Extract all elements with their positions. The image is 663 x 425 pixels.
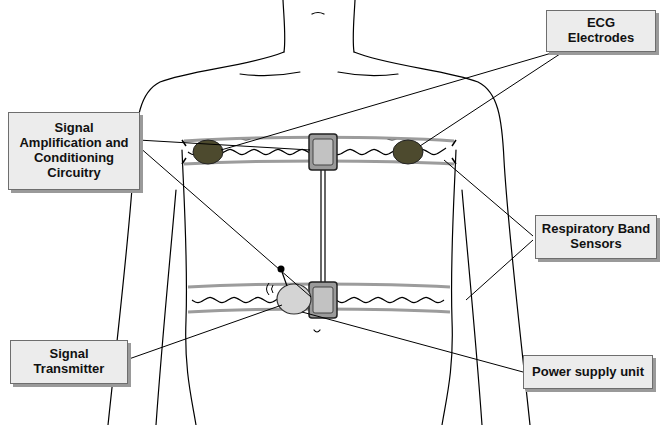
- leader-lines: [126, 50, 566, 372]
- abdominal-band: [188, 284, 450, 312]
- callout-text-group: Respiratory Band Sensors: [541, 222, 651, 252]
- signal-transmitter: [277, 284, 311, 314]
- radio-waves: [267, 283, 274, 295]
- callout-text: Power supply unit: [532, 365, 644, 380]
- leader-line: [138, 140, 310, 150]
- left-arm-inner: [156, 190, 176, 425]
- callout-text-group: Signal Amplification and Conditioning Ci…: [14, 121, 134, 181]
- callout-box: Respiratory Band Sensors: [535, 215, 657, 259]
- callout-text-group: Signal Transmitter: [16, 347, 122, 377]
- callout-text: Signal Amplification and Conditioning Ci…: [14, 121, 134, 181]
- callout-text-group: ECG Electrodes: [552, 16, 650, 46]
- neck-line: [353, 0, 355, 52]
- module-face: [313, 139, 333, 165]
- leader-line: [138, 146, 311, 297]
- callout-text: ECG Electrodes: [552, 16, 650, 46]
- module-face: [313, 287, 333, 313]
- leader-line: [444, 160, 533, 236]
- callout-box: Signal Transmitter: [10, 340, 128, 384]
- callout-box: ECG Electrodes: [546, 10, 656, 52]
- callout-text: Signal Transmitter: [16, 347, 122, 377]
- collarbone: [338, 72, 398, 76]
- neck-line: [283, 0, 285, 52]
- right-arm-outer: [354, 52, 530, 425]
- chin-mark: [312, 13, 324, 15]
- connecting-wire: [321, 170, 325, 284]
- leader-line: [302, 312, 523, 372]
- navel-mark: [314, 330, 320, 332]
- conditioning-module: [309, 282, 337, 318]
- electrode-lead: [452, 140, 456, 164]
- leader-line: [126, 305, 282, 360]
- leader-line: [466, 240, 533, 300]
- leader-line: [420, 50, 566, 146]
- right-arm-inner: [462, 190, 482, 425]
- callout-text-group: Power supply unit: [532, 365, 644, 380]
- callout-text: Respiratory Band Sensors: [541, 222, 651, 252]
- left-arm-outer: [108, 52, 284, 425]
- ecg-electrode: [393, 140, 423, 164]
- body-outline: [108, 0, 530, 425]
- callout-box: Power supply unit: [523, 355, 653, 389]
- callout-box: Signal Amplification and Conditioning Ci…: [8, 112, 140, 190]
- electrode-lead: [182, 140, 186, 164]
- conditioning-module: [309, 134, 337, 170]
- collarbone: [240, 72, 300, 76]
- leader-line: [221, 50, 562, 150]
- chest-band: [184, 137, 454, 164]
